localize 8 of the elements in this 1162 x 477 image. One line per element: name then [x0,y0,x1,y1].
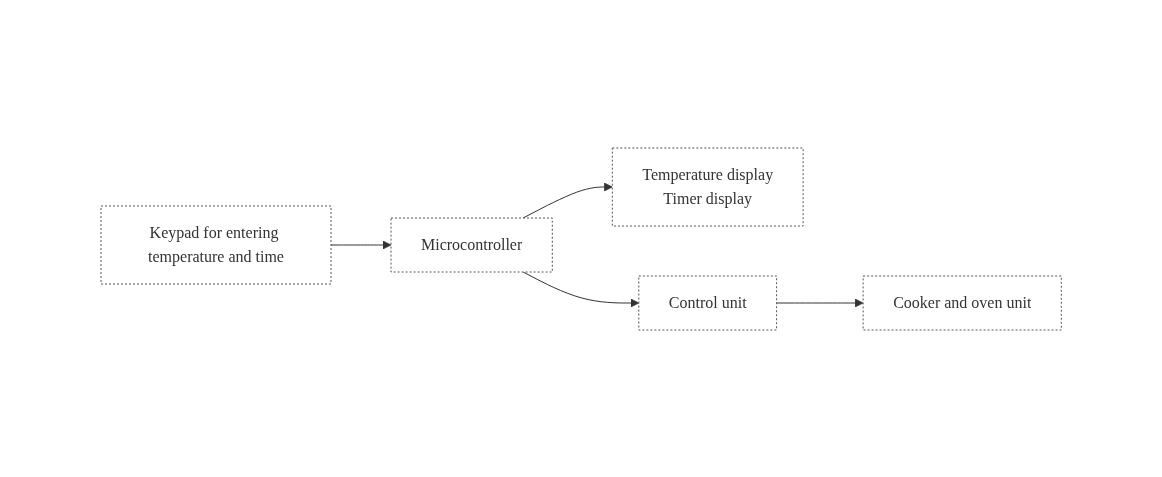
node-box: Control unit [638,275,777,330]
node-box: Keypad for entering temperature and time [100,205,332,284]
node-box: Cooker and oven unit [862,275,1062,330]
arrow [775,298,864,307]
node-box: Temperature display Timer display [611,147,804,226]
node-box: Microcontroller [390,217,553,272]
arrow [330,240,392,249]
arrow [522,271,640,307]
